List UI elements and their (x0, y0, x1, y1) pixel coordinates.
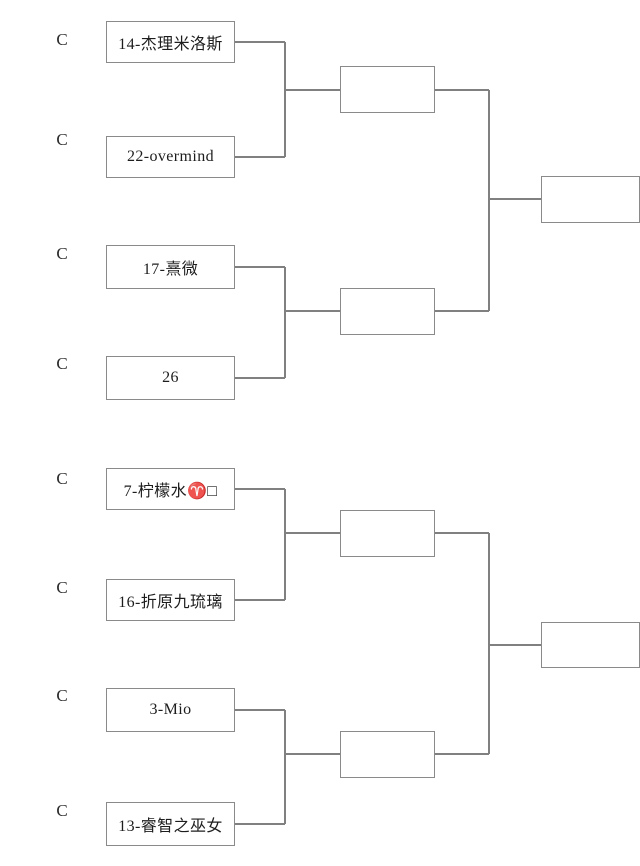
competitor-box-13[interactable]: 13-睿智之巫女 (106, 802, 235, 846)
semifinal-slot-upper[interactable] (541, 176, 640, 223)
winner-slot-group-d[interactable] (340, 731, 435, 778)
competitor-label-14: 14-杰理米洛斯 (118, 36, 223, 53)
winner-slot-group-b[interactable] (340, 288, 435, 335)
winner-slot-group-c[interactable] (340, 510, 435, 557)
seed-marker-a2: C (56, 130, 68, 149)
seed-marker-b1: C (56, 244, 68, 263)
competitor-label-7: 7-柠檬水♈□ (123, 483, 218, 500)
competitor-box-16[interactable]: 16-折原九琉璃 (106, 579, 235, 621)
seed-marker-c1: C (56, 469, 68, 488)
seed-marker-d1: C (56, 686, 68, 705)
winner-slot-group-a[interactable] (340, 66, 435, 113)
competitor-label-26: 26 (162, 369, 179, 386)
competitor-label-17: 17-熹微 (142, 261, 199, 278)
seed-marker-c2: C (56, 578, 68, 597)
seed-marker-a1: C (56, 30, 68, 49)
competitor-box-14[interactable]: 14-杰理米洛斯 (106, 21, 235, 63)
competitor-label-22: 22-overmind (126, 148, 215, 165)
competitor-box-22[interactable]: 22-overmind (106, 136, 235, 178)
seed-marker-b2: C (56, 354, 68, 373)
competitor-box-26[interactable]: 26 (106, 356, 235, 400)
competitor-box-3[interactable]: 3-Mio (106, 688, 235, 732)
semifinal-slot-lower[interactable] (541, 622, 640, 668)
competitor-label-16: 16-折原九琉璃 (118, 594, 223, 611)
seed-marker-d2: C (56, 801, 68, 820)
competitor-box-7[interactable]: 7-柠檬水♈□ (106, 468, 235, 510)
competitor-label-13: 13-睿智之巫女 (118, 818, 223, 835)
competitor-label-3: 3-Mio (149, 701, 192, 718)
competitor-box-17[interactable]: 17-熹微 (106, 245, 235, 289)
